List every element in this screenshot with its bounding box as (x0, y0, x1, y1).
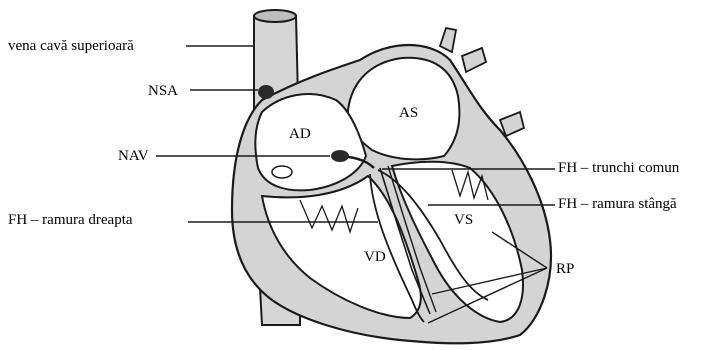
label-vs: VS (454, 213, 473, 228)
sinoatrial-node (258, 85, 274, 99)
label-rp: RP (556, 262, 574, 277)
label-vd: VD (364, 250, 386, 265)
label-superior-vena-cava: vena cavă superioară (8, 39, 134, 54)
svc-opening (254, 10, 296, 22)
pulmonary-vein-stub-2 (500, 112, 524, 136)
label-nsa: NSA (148, 84, 178, 99)
great-vessel-stub (440, 28, 456, 52)
atrioventricular-node (331, 150, 349, 162)
label-as: AS (399, 106, 418, 121)
label-fh-common-trunk: FH – trunchi comun (558, 161, 679, 176)
label-fh-right-branch: FH – ramura dreapta (8, 213, 133, 228)
pulmonary-vein-stub (462, 48, 486, 72)
label-fh-left-branch: FH – ramura stângă (558, 197, 677, 212)
label-nav: NAV (118, 149, 149, 164)
label-ad: AD (289, 127, 311, 142)
